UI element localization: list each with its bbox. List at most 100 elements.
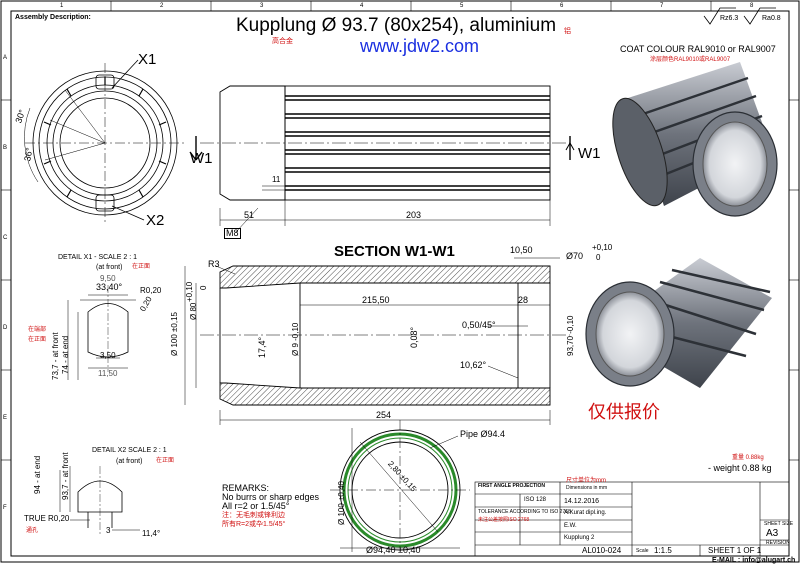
dim-254: 254 bbox=[376, 410, 392, 420]
dim-11-50: 11,50 bbox=[98, 369, 118, 378]
dim-93-70: 93,70 -0,10 bbox=[566, 315, 575, 356]
detail-x2-sub: (at front) bbox=[116, 458, 143, 465]
section-view bbox=[184, 257, 570, 425]
thread-m8: M8 bbox=[224, 228, 241, 239]
assembly-label: Assembly Description: bbox=[15, 14, 91, 21]
detail-x2-title: DETAIL X2 SCALE 2 : 1 bbox=[92, 447, 167, 454]
remarks-line-cn-2: 所有R=2或卆1.5/45° bbox=[222, 521, 286, 528]
tb-drawing-no: AL010-024 bbox=[582, 546, 622, 555]
roughness-rz: Rz6.3 bbox=[720, 15, 739, 22]
dim-true-r: TRUE R0,20 bbox=[24, 514, 70, 523]
grid-col-3: 3 bbox=[260, 3, 264, 9]
dim-chamfer: 0,50/45° bbox=[462, 320, 496, 330]
detail-x1-title: DETAIL X1 - SCALE 2 : 1 bbox=[58, 254, 137, 261]
render-3d-top bbox=[612, 62, 778, 217]
grid-row-e: E bbox=[3, 415, 8, 421]
grid-col-6: 6 bbox=[560, 3, 564, 9]
tb-unit-cn: 尺寸单位为mm bbox=[566, 478, 606, 484]
pipe-diameter: Pipe Ø94.4 bbox=[460, 429, 506, 439]
tb-email: E-MAIL : info@alugart.ch bbox=[712, 557, 796, 564]
dim-d80: Ø 80 bbox=[189, 302, 198, 320]
tb-scale: 1:1.5 bbox=[654, 546, 672, 555]
dim-94-end: 94 - at end bbox=[33, 455, 42, 494]
roughness-symbols bbox=[703, 7, 776, 25]
dim-d94-40: Ø94,40 ±0,40 bbox=[366, 545, 421, 555]
tb-dims-in: Dimensions in mm bbox=[566, 485, 608, 491]
front-view bbox=[24, 59, 185, 223]
price-note: 仅供报价 bbox=[588, 402, 660, 422]
drawing-title: Kupplung Ø 93.7 (80x254), aluminium bbox=[236, 15, 557, 36]
tb-tolerance: TOLERANCE ACCORDING TO ISO 2768 bbox=[478, 509, 571, 515]
tb-tolerance-cn: 未注公差按照ISO 2768 bbox=[478, 517, 530, 523]
weight-cn: 重量 0.88kg bbox=[732, 455, 764, 461]
grid-col-2: 2 bbox=[160, 3, 164, 9]
grid-col-5: 5 bbox=[460, 3, 464, 9]
grid-row-f: F bbox=[3, 505, 7, 511]
label-x1: X1 bbox=[138, 51, 157, 68]
dim-angle-17-4: 17,4° bbox=[257, 336, 267, 358]
tol-d80-lower: 0 bbox=[199, 285, 208, 290]
tol-d70-lower: 0 bbox=[596, 253, 601, 262]
tb-sheet: SHEET 1 OF 1 bbox=[708, 546, 762, 555]
title-block-grid bbox=[474, 481, 790, 557]
coat-colour-cn: 涂层颜色RAL9010或RAL9007 bbox=[650, 57, 731, 63]
dim-215-50: 215,50 bbox=[362, 295, 390, 305]
title-cn-alloy: 高合金 bbox=[272, 38, 293, 45]
detail-x1-sub: (at front) bbox=[96, 264, 123, 271]
dim-angle-10-62: 10,62° bbox=[460, 360, 487, 370]
grid-row-d: D bbox=[3, 325, 8, 331]
section-marker-left: W1 bbox=[190, 150, 213, 167]
tb-part-name: Kupplung 2 bbox=[564, 535, 595, 541]
grid-row-c: C bbox=[3, 235, 8, 241]
dim-203: 203 bbox=[406, 210, 422, 220]
tb-size-label: SHEET SIZE bbox=[764, 521, 794, 527]
section-title: SECTION W1-W1 bbox=[334, 243, 455, 260]
cn-at-front: 在正面 bbox=[28, 337, 47, 343]
grid-col-1: 1 bbox=[60, 3, 64, 9]
dim-d9: Ø 9 -0,10 bbox=[291, 322, 300, 356]
dim-r0-20: R0,20 bbox=[140, 286, 162, 295]
dim-9-50: 9,50 bbox=[100, 274, 116, 283]
remarks-line-1: No burrs or sharp edges bbox=[222, 492, 320, 502]
detail-x1 bbox=[67, 285, 136, 380]
remarks-line-cn-1: 注：无毛刺或锋利边 bbox=[222, 512, 285, 519]
dim-28: 28 bbox=[518, 295, 529, 305]
dim-d100-ring: Ø 100 ±0,40 bbox=[337, 481, 346, 525]
cn-at-end: 在端部 bbox=[28, 327, 47, 333]
tol-d70-upper: +0,10 bbox=[592, 243, 613, 252]
dim-angle-33-40: 33,40° bbox=[96, 282, 123, 292]
roughness-ra: Ra0.8 bbox=[762, 15, 781, 22]
dim-d70: Ø70 bbox=[566, 251, 584, 261]
coat-colour: COAT COLOUR RAL9010 or RAL9007 bbox=[620, 44, 776, 54]
grid-col-8: 8 bbox=[750, 3, 754, 9]
tb-drawn: A.Kurat dipl.ing. bbox=[564, 510, 607, 516]
side-view bbox=[189, 85, 575, 233]
title-cn: 铝 bbox=[564, 28, 571, 35]
grid-col-7: 7 bbox=[660, 3, 664, 9]
detail-x2-sub-cn: 在正面 bbox=[156, 458, 175, 464]
tb-checked: E.W. bbox=[564, 523, 577, 529]
weight-text: - weight 0.88 kg bbox=[708, 463, 772, 473]
remarks-title: REMARKS: bbox=[222, 483, 270, 493]
ring-view bbox=[330, 420, 470, 552]
tb-scale-label: Scale bbox=[636, 548, 649, 554]
remarks-line-2: All r=2 or 1.5/45° bbox=[222, 501, 290, 511]
dim-11: 11 bbox=[272, 175, 281, 184]
cn-through-hole: 通孔 bbox=[26, 528, 39, 534]
tol-d80-upper: +0,10 bbox=[185, 281, 194, 302]
detail-x2 bbox=[59, 466, 140, 535]
detail-x1-sub-cn: 在正面 bbox=[132, 264, 151, 270]
dim-51: 51 bbox=[244, 210, 255, 220]
grid-col-4: 4 bbox=[360, 3, 364, 9]
grid-row-a: A bbox=[3, 55, 8, 61]
dim-3: 3 bbox=[106, 526, 111, 535]
website-watermark: www.jdw2.com bbox=[360, 36, 480, 56]
render-3d-bottom bbox=[585, 258, 772, 388]
dim-93-7-front: 93,7 - at front bbox=[61, 452, 70, 500]
tb-iso: ISO 128 bbox=[524, 497, 547, 503]
dim-3-50: 3,50 bbox=[100, 351, 116, 360]
dim-10-50: 10,50 bbox=[510, 245, 533, 255]
dim-74-end: 74 - at end bbox=[61, 335, 70, 374]
tb-date: 14.12.2016 bbox=[564, 498, 600, 505]
